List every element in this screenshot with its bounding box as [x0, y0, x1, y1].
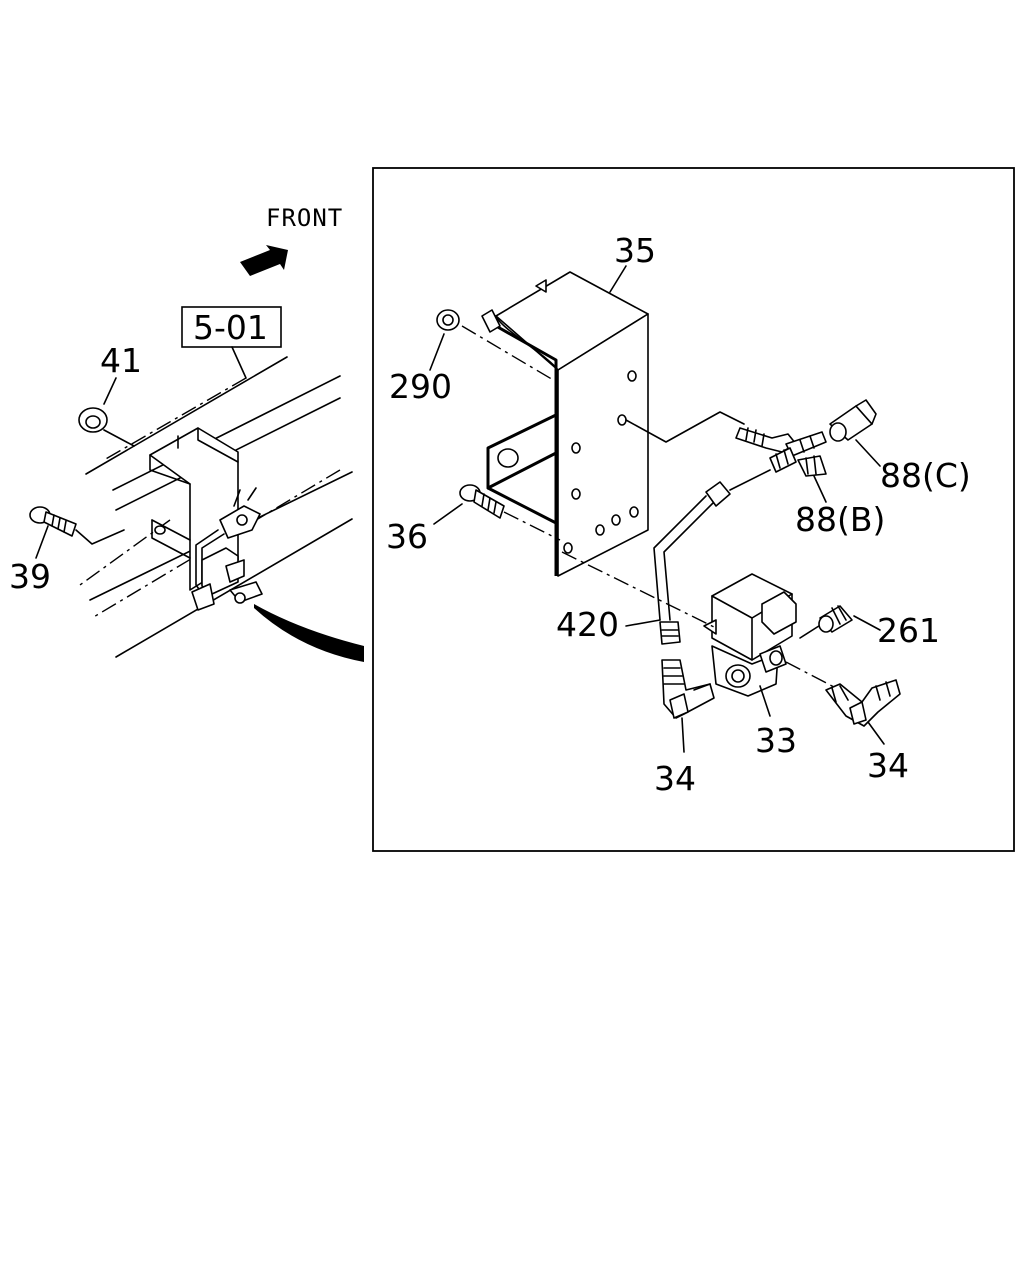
bracket-35 [481, 271, 649, 577]
bolt-39-icon [29, 506, 125, 545]
bolt-36-icon [459, 484, 561, 541]
detail-pointer [254, 604, 364, 662]
front-arrow-icon [240, 245, 288, 276]
callout-35: 35 [614, 231, 656, 270]
plug-261-icon [818, 605, 853, 633]
solenoid-valve-33 [561, 551, 837, 697]
callout-88c: 88(C) [880, 456, 971, 495]
leader-34-right [867, 721, 885, 745]
front-label: FRONT [266, 204, 343, 232]
leader-290 [429, 333, 445, 371]
callout-41: 41 [100, 341, 142, 380]
valve-overview [191, 487, 263, 611]
leader-39 [35, 525, 49, 559]
detail-frame [372, 167, 1015, 852]
detail-assembly: 35 290 36 [386, 231, 971, 798]
callout-34-left: 34 [654, 759, 696, 798]
leader-88c [855, 439, 881, 467]
callout-261: 261 [877, 611, 940, 650]
callout-88b: 88(B) [795, 500, 885, 539]
pipe-420 [653, 469, 771, 645]
cap-88c-icon [829, 399, 877, 442]
elbow-34-left-icon [661, 659, 715, 719]
callout-420: 420 [556, 605, 619, 644]
callout-33: 33 [755, 721, 797, 760]
reference-box-label: 5-01 [193, 308, 268, 347]
elbow-34-right-icon [825, 679, 901, 727]
leader-88b [813, 475, 827, 503]
callout-290: 290 [389, 367, 452, 406]
bracket-overview [149, 427, 239, 591]
callout-36: 36 [386, 517, 428, 556]
leader-261 [853, 615, 881, 631]
callout-34-right: 34 [867, 746, 909, 785]
tee-fitting-88b [625, 411, 827, 477]
reference-box [181, 306, 282, 348]
reference-leader [231, 346, 247, 379]
leader-41 [103, 377, 117, 405]
callout-39: 39 [9, 557, 51, 596]
leader-420 [625, 619, 661, 627]
overview-assembly: FRONT 5-01 [9, 204, 364, 662]
leader-36 [433, 503, 463, 525]
nut-41-icon [78, 407, 135, 447]
leader-34-left [681, 717, 685, 753]
nut-290-icon [436, 309, 561, 385]
leader-33 [759, 685, 771, 717]
leader-35 [609, 265, 627, 293]
